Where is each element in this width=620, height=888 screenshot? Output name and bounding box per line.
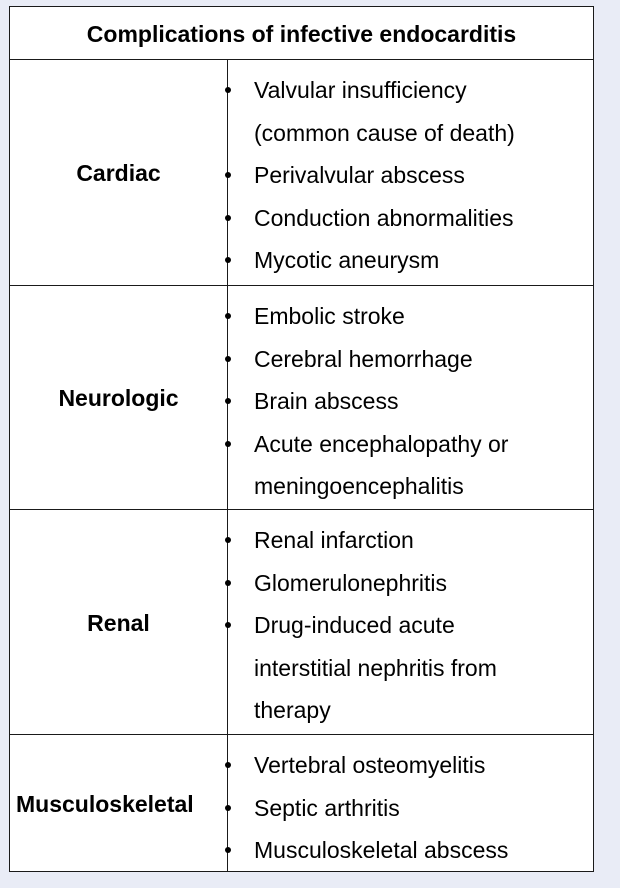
list-item: Acute encephalopathy or meningoencephali…: [225, 423, 593, 508]
bullet-icon: [225, 804, 231, 811]
bullet-icon: [225, 214, 231, 221]
category-label: Cardiac: [10, 60, 228, 285]
table-row-renal: Renal Renal infarction Glomerulonephriti…: [10, 510, 593, 735]
bullet-icon: [225, 172, 231, 178]
table-row-musculoskeletal: Musculoskeletal Vertebral osteomyelitis …: [10, 735, 593, 871]
bullet-icon: [225, 579, 231, 586]
list-item: Glomerulonephritis: [225, 562, 593, 605]
bullet-icon: [225, 440, 231, 447]
bullet-icon: [225, 87, 231, 93]
bullet-icon: [225, 847, 231, 853]
bullet-icon: [225, 537, 231, 543]
complications-table: Complications of infective endocarditis …: [9, 6, 594, 872]
item-list: Vertebral osteomyelitis Septic arthritis…: [225, 735, 593, 872]
bullet-icon: [225, 398, 231, 404]
list-item: Brain abscess: [225, 380, 593, 423]
bullet-icon: [225, 355, 231, 362]
bullet-icon: [225, 622, 231, 628]
table-row-neurologic: Neurologic Embolic stroke Cerebral hemor…: [10, 286, 593, 510]
category-label: Musculoskeletal: [10, 735, 228, 871]
item-list: Valvular insufficiency (common cause of …: [225, 60, 593, 285]
list-item: Valvular insufficiency (common cause of …: [225, 69, 593, 154]
list-item: Renal infarction: [225, 519, 593, 562]
category-label: Renal: [10, 510, 228, 734]
list-item: Mycotic aneurysm: [225, 239, 593, 282]
category-label: Neurologic: [10, 286, 228, 509]
bullet-icon: [225, 313, 231, 319]
item-list: Renal infarction Glomerulonephritis Drug…: [225, 510, 593, 734]
table-row-cardiac: Cardiac Valvular insufficiency (common c…: [10, 60, 593, 286]
bullet-icon: [225, 257, 231, 263]
table-title: Complications of infective endocarditis: [10, 7, 593, 60]
list-item: Perivalvular abscess: [225, 154, 593, 197]
list-item: Drug-induced acute interstitial nephriti…: [225, 604, 593, 732]
bullet-icon: [225, 762, 231, 768]
list-item: Conduction abnormalities: [225, 197, 593, 240]
list-item: Vertebral osteomyelitis: [225, 744, 593, 787]
list-item: Musculoskeletal abscess: [225, 829, 593, 872]
list-item: Septic arthritis: [225, 787, 593, 830]
list-item: Embolic stroke: [225, 295, 593, 338]
list-item: Cerebral hemorrhage: [225, 338, 593, 381]
item-list: Embolic stroke Cerebral hemorrhage Brain…: [225, 286, 593, 509]
